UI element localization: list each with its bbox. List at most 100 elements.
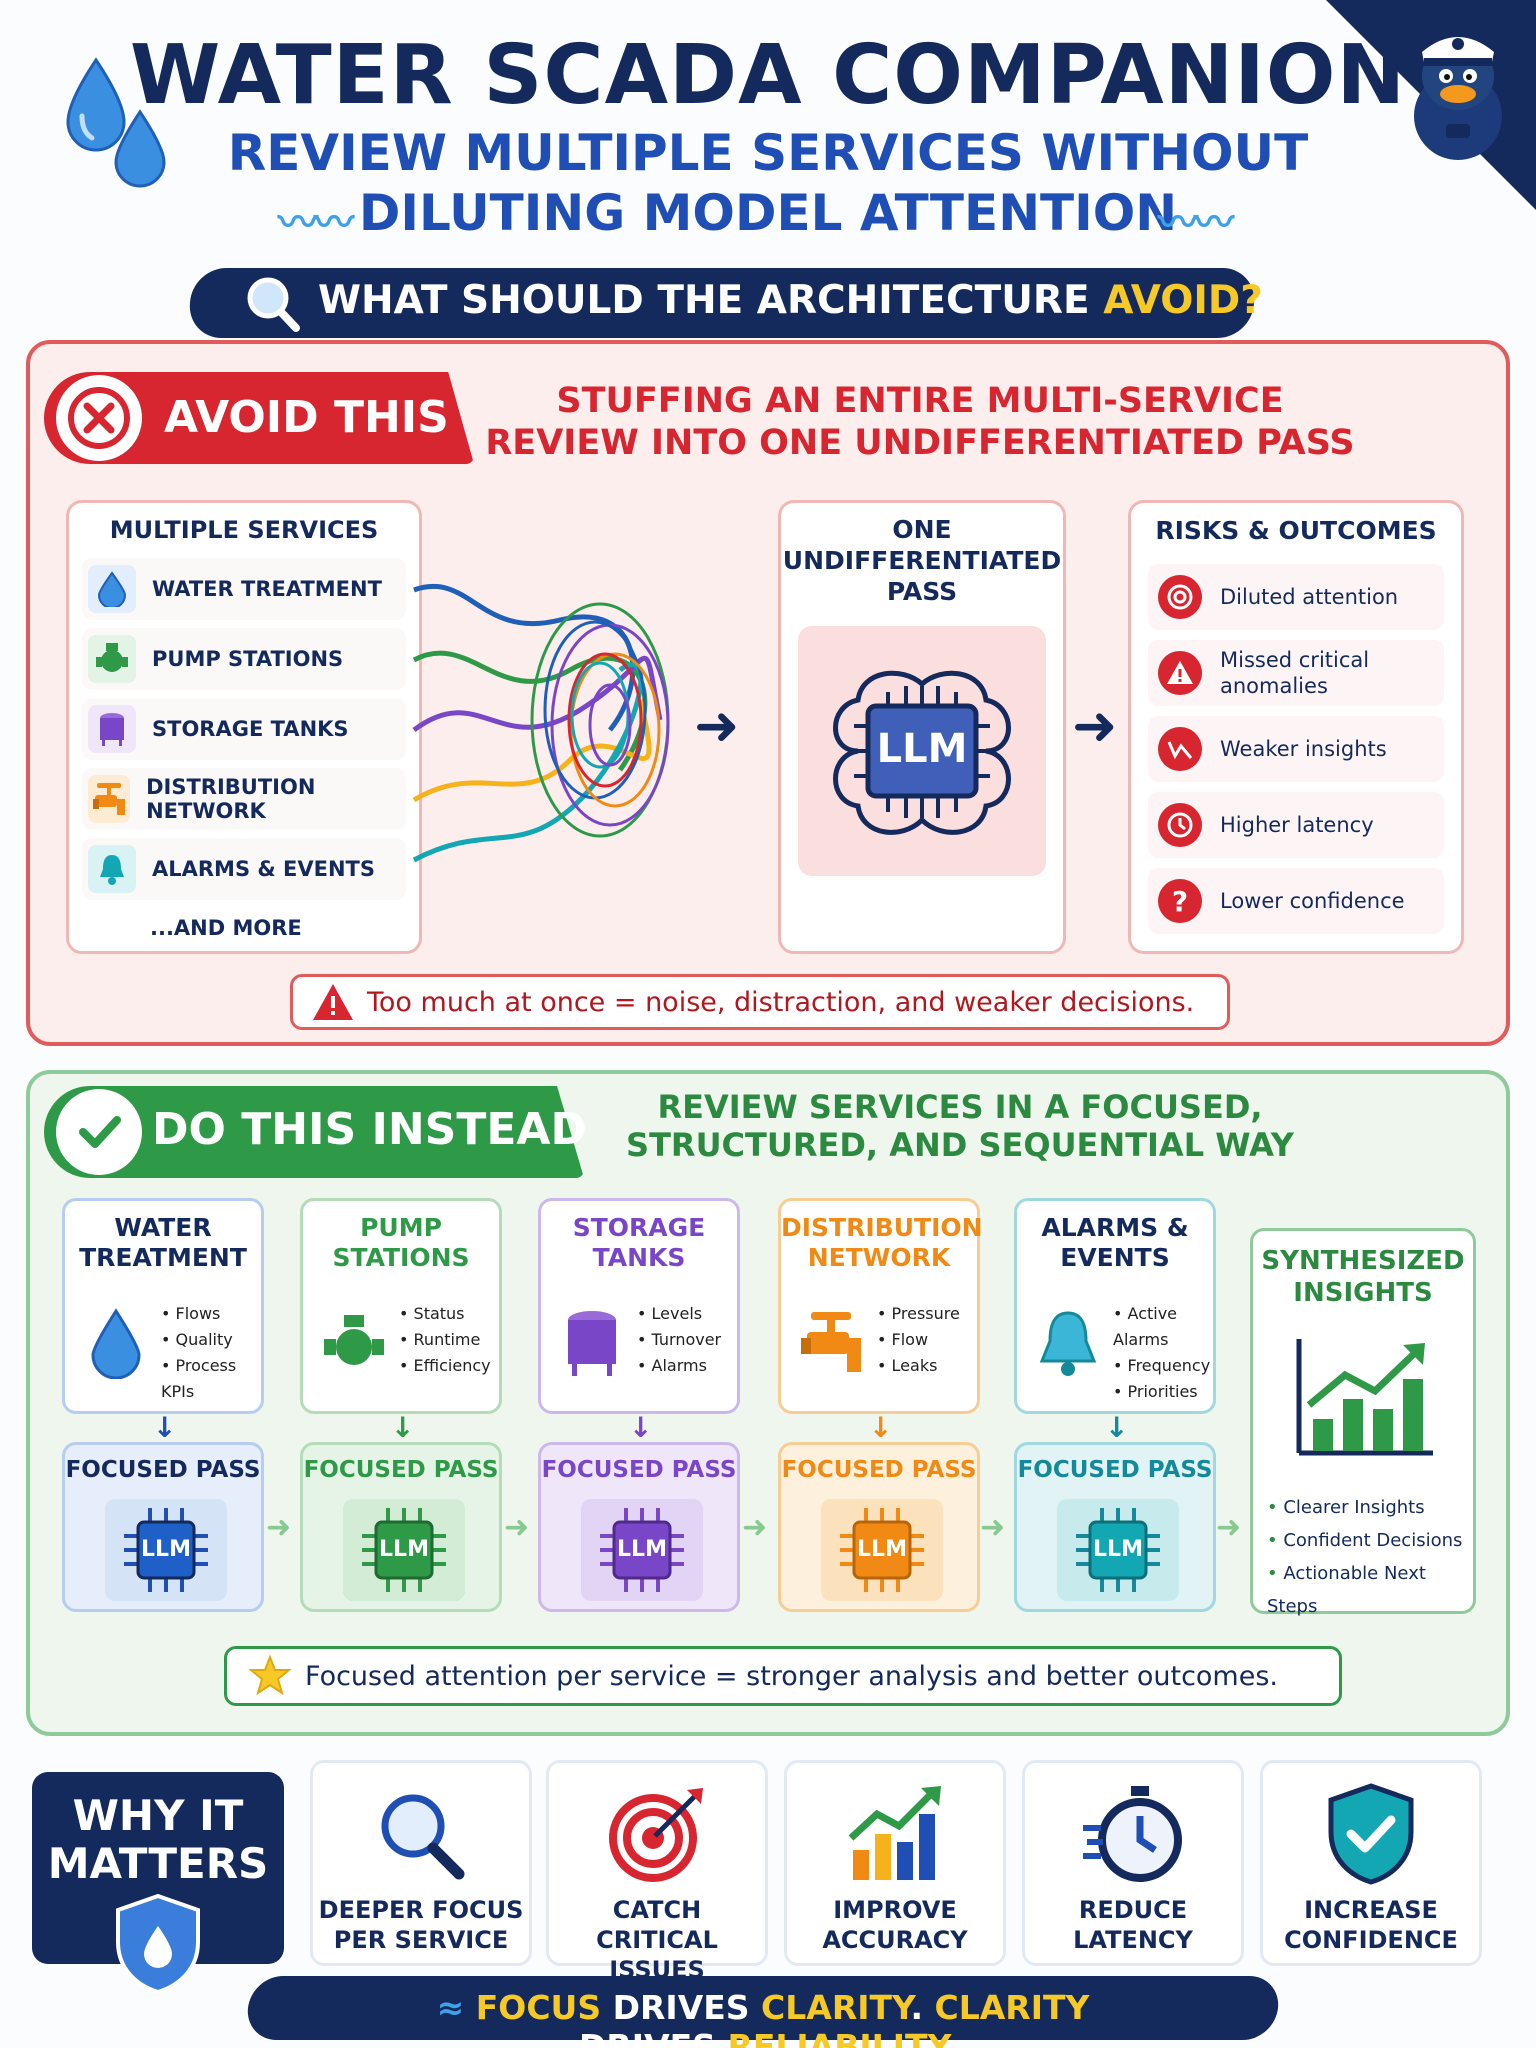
service-card-alarms-events: ALARMS &EVENTS Active AlarmsFrequencyPri… xyxy=(1014,1198,1216,1414)
service-card-name-line-1: ALARMS & xyxy=(1041,1213,1189,1242)
llm-label: LLM xyxy=(857,1537,907,1562)
question-highlight: AVOID? xyxy=(1103,278,1263,323)
metric-item: Efficiency xyxy=(399,1353,491,1379)
llm-label: LLM xyxy=(876,726,968,772)
risk-label: Diluted attention xyxy=(1220,585,1399,609)
water-drop-icon xyxy=(79,1301,153,1385)
down-arrow: ↓ xyxy=(153,1411,177,1444)
service-card-name-line-1: WATER xyxy=(114,1213,212,1242)
service-row-storage: STORAGE TANKS xyxy=(82,698,406,760)
do-note: Focused attention per service = stronger… xyxy=(224,1646,1342,1706)
tangled-connections xyxy=(412,583,670,863)
footer-word: . xyxy=(910,1988,935,2027)
service-row-pump: PUMP STATIONS xyxy=(82,628,406,690)
avoid-heading-line-1: STUFFING AN ENTIRE MULTI-SERVICE xyxy=(556,381,1284,421)
wave-decoration-left: 〰〰 xyxy=(278,200,354,246)
page-title: WATER SCADA COMPANION xyxy=(129,28,1407,123)
service-row-distribution: DISTRIBUTION NETWORK xyxy=(82,768,406,830)
question-text: WHAT SHOULD THE ARCHITECTURE AVOID? xyxy=(318,278,1263,323)
synth-title-line-1: SYNTHESIZED xyxy=(1261,1246,1465,1276)
why-title-line-1: WHY IT xyxy=(72,1791,244,1840)
metric-item: Runtime xyxy=(399,1327,491,1353)
footer-text: ≈ FOCUS DRIVES CLARITY. CLARITY DRIVES R… xyxy=(248,1988,1278,2048)
footer-word: FOCUS xyxy=(475,1988,602,2027)
metric-item: Status xyxy=(399,1301,491,1327)
wave-decoration-right: 〰〰 xyxy=(1158,200,1234,246)
risk-row: Diluted attention xyxy=(1148,564,1444,630)
metric-item: Turnover xyxy=(637,1327,722,1353)
pump-icon xyxy=(317,1301,391,1385)
risk-label: Higher latency xyxy=(1220,813,1374,837)
metric-item: Flows xyxy=(161,1301,261,1327)
footer-word: DRIVES xyxy=(567,2027,728,2048)
pass-title-line-3: PASS xyxy=(886,577,958,606)
tank-icon xyxy=(88,705,136,753)
service-metrics: LevelsTurnoverAlarms xyxy=(637,1301,722,1379)
tank-icon xyxy=(555,1301,629,1385)
focused-pass-card: FOCUSED PASS LLM xyxy=(538,1442,740,1612)
pass-title-line-1: ONE xyxy=(892,515,952,544)
brain-chip-icon xyxy=(833,670,1011,835)
wave-icon: ≈ xyxy=(436,1988,476,2027)
bell-icon xyxy=(88,845,136,893)
service-metrics: StatusRuntimeEfficiency xyxy=(399,1301,491,1379)
question-icon: ? xyxy=(1158,879,1202,923)
service-card-name-line-1: STORAGE xyxy=(572,1213,706,1242)
llm-chip-icon xyxy=(105,1499,227,1601)
focused-pass-card: FOCUSED PASS LLM xyxy=(1014,1442,1216,1612)
flow-arrow: ➜ xyxy=(742,1510,768,1545)
llm-label: LLM xyxy=(617,1537,667,1562)
benefit-label-line-2: LATENCY xyxy=(1073,1926,1193,1954)
llm-label: LLM xyxy=(141,1537,191,1562)
llm-chip-icon xyxy=(581,1499,703,1601)
footer-word: CLARITY xyxy=(761,1988,911,2027)
metric-item: Flow xyxy=(877,1327,960,1353)
service-card-name-line-2: EVENTS xyxy=(1060,1243,1170,1272)
shield-drop-icon xyxy=(116,1893,200,1995)
benefit-label-line-2: CONFIDENCE xyxy=(1284,1926,1458,1954)
service-card-name-line-1: DISTRIBUTION xyxy=(781,1213,983,1242)
synth-item: Actionable Next Steps xyxy=(1267,1557,1473,1623)
risk-label: Weaker insights xyxy=(1220,737,1387,761)
target-icon xyxy=(549,1781,765,1887)
do-heading-line-2: STRUCTURED, AND SEQUENTIAL WAY xyxy=(626,1126,1294,1164)
benefit-label-line-1: IMPROVE xyxy=(833,1896,957,1924)
pump-icon xyxy=(88,635,136,683)
do-heading-line-1: REVIEW SERVICES IN A FOCUSED, xyxy=(657,1088,1263,1126)
target-icon xyxy=(1158,575,1202,619)
risk-label: Missed critical anomalies xyxy=(1220,648,1370,698)
synth-item: Confident Decisions xyxy=(1267,1524,1473,1557)
service-label: STORAGE TANKS xyxy=(152,717,349,741)
focused-pass-label: FOCUSED PASS xyxy=(303,1457,499,1483)
metric-item: Alarms xyxy=(637,1353,721,1379)
arrow-to-risks: ➜ xyxy=(1072,694,1118,757)
service-card-name-line-2: NETWORK xyxy=(807,1243,951,1272)
avoid-badge-label: AVOID THIS xyxy=(164,392,449,443)
down-arrow: ↓ xyxy=(1105,1411,1129,1444)
benefit-label-line-1: INCREASE xyxy=(1304,1896,1438,1924)
magnifier-icon xyxy=(247,277,300,332)
service-label: PUMP STATIONS xyxy=(152,647,344,671)
metric-item: Process KPIs xyxy=(161,1353,261,1405)
service-label: DISTRIBUTION NETWORK xyxy=(146,775,316,823)
arrow-to-llm: ➜ xyxy=(694,694,740,757)
service-metrics: PressureFlowLeaks xyxy=(877,1301,960,1379)
warning-icon xyxy=(1158,651,1202,695)
flow-arrow: ➜ xyxy=(1216,1510,1242,1545)
synth-title-line-2: INSIGHTS xyxy=(1293,1278,1433,1308)
pass-title: ONE UNDIFFERENTIATED PASS xyxy=(778,514,1066,607)
risk-row: ? Lower confidence xyxy=(1148,868,1444,934)
chart-up-icon xyxy=(787,1781,1003,1887)
